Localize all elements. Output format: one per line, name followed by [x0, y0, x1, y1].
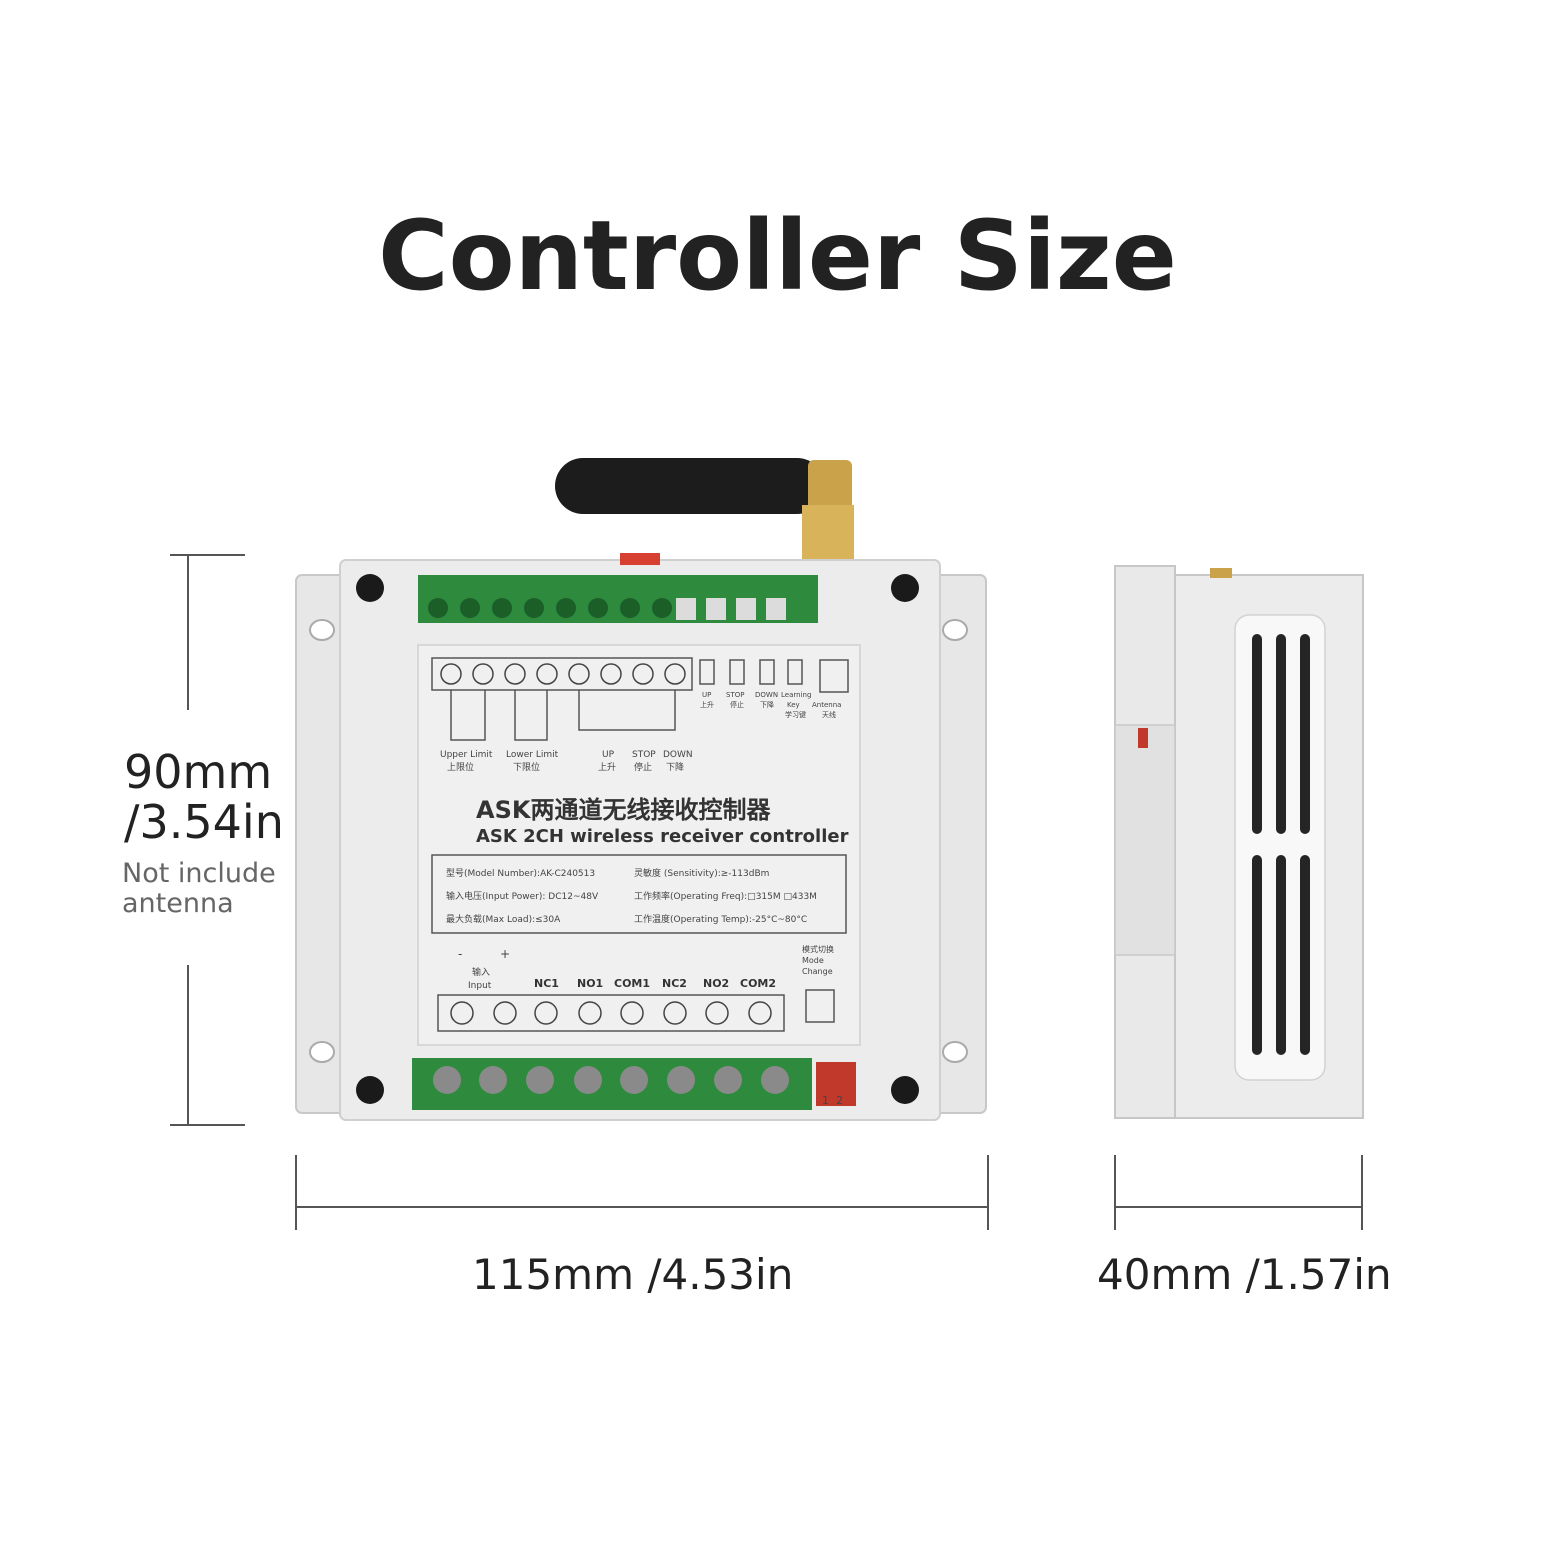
label-up-cn: 上升	[598, 762, 616, 773]
label-up: UP	[602, 750, 615, 760]
label-input: Input	[468, 981, 492, 991]
label-change: Change	[802, 967, 833, 976]
label-input-cn: 输入	[472, 966, 490, 978]
label-down: DOWN	[663, 750, 693, 760]
label-mode: Mode	[802, 956, 824, 965]
label-antenna-cn: 天线	[822, 710, 836, 719]
depth-dimension-label: 40mm /1.57in	[1097, 1250, 1392, 1299]
height-in: /3.54in	[124, 795, 284, 849]
width-dimension-label: 115mm /4.53in	[472, 1250, 793, 1299]
label-com2: COM2	[740, 977, 776, 990]
spec-temp: 工作温度(Operating Temp):-25°C~80°C	[634, 913, 807, 925]
label-lower-limit-cn: 下限位	[513, 761, 540, 773]
label-stop-cn: 停止	[634, 761, 652, 773]
label-no2: NO2	[703, 977, 729, 990]
depth-dimension-line	[1114, 1155, 1363, 1230]
controller-front-view: Upper Limit 上限位 Lower Limit 下限位 UP 上升 ST…	[295, 553, 987, 1121]
label-key-stop-cn: 停止	[730, 700, 744, 709]
label-key-down: DOWN	[755, 691, 778, 699]
label-dip-1: 1	[822, 1094, 829, 1107]
label-plus: +	[500, 947, 510, 961]
label-upper-limit-cn: 上限位	[447, 761, 474, 773]
depth-in: /1.57in	[1245, 1250, 1392, 1299]
label-name-cn: ASK两通道无线接收控制器	[476, 796, 771, 824]
label-learning: Learning	[781, 691, 811, 699]
label-antenna: Antenna	[812, 701, 841, 709]
controller-side-view	[1114, 565, 1364, 1119]
height-mm: 90mm	[124, 745, 273, 799]
label-key: Key	[787, 701, 800, 709]
label-down-cn: 下降	[666, 761, 684, 773]
width-mm: 115mm	[472, 1250, 634, 1299]
label-lower-limit: Lower Limit	[506, 750, 559, 760]
label-nc1: NC1	[534, 977, 559, 990]
spec-freq: 工作频率(Operating Freq):□315M □433M	[634, 890, 817, 902]
height-dimension-line	[170, 554, 245, 1126]
page-title: Controller Size	[378, 200, 1177, 312]
label-key-up: UP	[702, 691, 711, 699]
label-stop: STOP	[632, 750, 656, 760]
label-com1: COM1	[614, 977, 650, 990]
label-upper-limit: Upper Limit	[440, 750, 493, 760]
label-no1: NO1	[577, 977, 603, 990]
label-learning-cn: 学习键	[785, 710, 806, 719]
width-dimension-line	[295, 1155, 989, 1230]
depth-mm: 40mm	[1097, 1250, 1233, 1299]
width-in: /4.53in	[647, 1250, 794, 1299]
label-dip-2: 2	[836, 1094, 843, 1107]
height-note-line1: Not include	[122, 858, 276, 889]
label-key-up-cn: 上升	[700, 700, 714, 709]
spec-sensitivity: 灵敏度 (Sensitivity):≥-113dBm	[634, 867, 769, 879]
spec-model: 型号(Model Number):AK-C240513	[446, 868, 595, 879]
label-key-stop: STOP	[726, 691, 744, 699]
spec-load: 最大负载(Max Load):≤30A	[446, 913, 561, 925]
label-minus: -	[458, 947, 462, 961]
label-name-en: ASK 2CH wireless receiver controller	[476, 826, 849, 847]
label-mode-cn: 模式切换	[802, 944, 834, 954]
label-key-down-cn: 下降	[760, 700, 774, 709]
spec-power: 输入电压(Input Power): DC12~48V	[446, 890, 599, 902]
height-note-line2: antenna	[122, 888, 234, 919]
label-nc2: NC2	[662, 977, 687, 990]
